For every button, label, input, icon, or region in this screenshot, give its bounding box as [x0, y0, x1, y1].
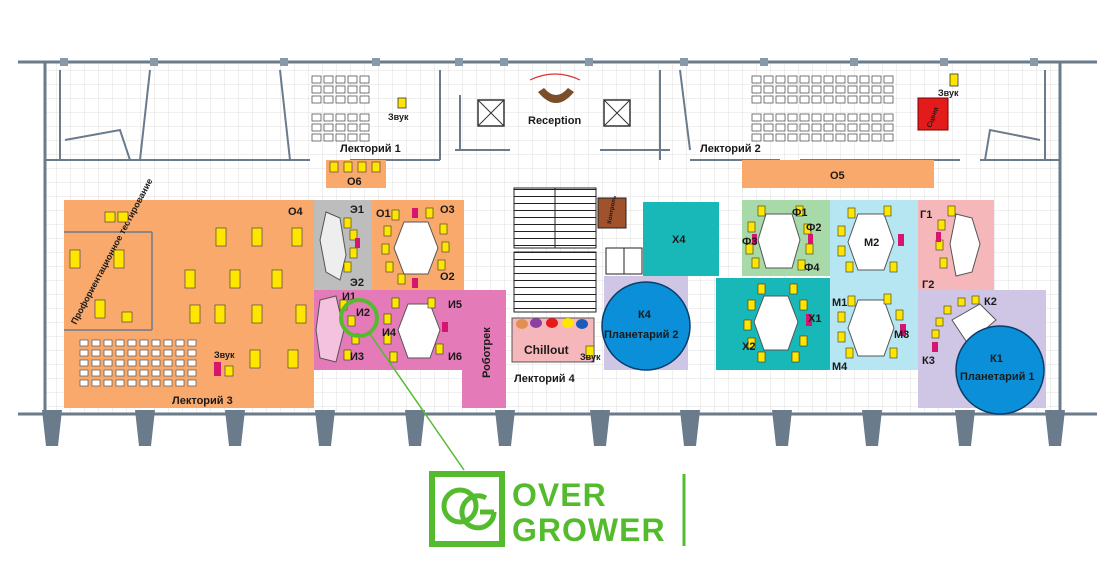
zone-i2-label: И2 [356, 307, 370, 319]
lecture3-magenta-box [214, 362, 221, 376]
zone-f4-label: Ф4 [804, 262, 820, 274]
zone-x4-label: Х4 [672, 234, 686, 246]
elevator-right [603, 99, 631, 127]
logo-line2: GROWER [512, 512, 666, 548]
overgrower-logo[interactable]: OVER GROWER [429, 471, 686, 548]
zone-m2-label: М2 [864, 237, 879, 249]
zone-k3-label: К3 [922, 355, 935, 367]
zone-g2-label: Г2 [922, 279, 934, 291]
chillout-beanbags [516, 318, 588, 329]
zone-robotrek[interactable] [462, 290, 506, 408]
chillout-label: Chillout [524, 343, 569, 357]
outer-walls [18, 60, 1097, 416]
planetarium2-dome[interactable] [601, 281, 691, 371]
logo-frame [429, 471, 505, 547]
zone-m4-label: М4 [832, 361, 848, 373]
staircase-lower [513, 251, 597, 313]
zone-o3-label: О3 [440, 204, 455, 216]
planetarium1-dome[interactable] [955, 325, 1045, 415]
lecture2-sound-label: Звук [938, 88, 959, 98]
zone-o5-label: О5 [830, 170, 845, 182]
robotrek-label: Роботрек [481, 327, 493, 378]
zone-e2-label: Э2 [350, 277, 364, 289]
zone-x4[interactable] [643, 202, 719, 276]
zone-e1-label: Э1 [350, 204, 364, 216]
top-columns [60, 58, 1038, 66]
lecture3-label: Лекторий 3 [172, 395, 233, 407]
stage-box [917, 97, 949, 131]
zone-f1-label: Ф1 [792, 207, 808, 219]
lecture1-sound-label: Звук [388, 112, 409, 122]
lecture3-seats [79, 339, 197, 387]
lecture2-sound-icon [949, 73, 959, 87]
lecture3-partition [64, 231, 153, 331]
interior-walls [45, 69, 1060, 161]
lecture4-sound-label: Звук [580, 352, 601, 362]
zone-m1-label: М1 [832, 297, 847, 309]
logo-o-ring [441, 487, 479, 525]
zone-o5[interactable] [742, 160, 934, 188]
zone-o1-label: О1 [376, 208, 391, 220]
reception-label: Reception [528, 115, 581, 127]
zone-f3-label: Ф3 [742, 236, 758, 248]
zone-i5-label: И5 [448, 299, 462, 311]
planetarium2-label: Планетарий 2 [604, 329, 679, 341]
zone-m3-label: М3 [894, 329, 909, 341]
zone-o4-label: О4 [288, 206, 304, 218]
zone-o2-label: О2 [440, 271, 455, 283]
pointer-line [369, 333, 465, 471]
lecture1-label: Лекторий 1 [340, 143, 401, 155]
planetarium1-label: Планетарий 1 [960, 371, 1035, 383]
zone-i6-label: И6 [448, 351, 462, 363]
zone-k2-label: К2 [984, 296, 997, 308]
zone-i3-label: И3 [350, 351, 364, 363]
zone-o6-label: О6 [347, 176, 362, 188]
zone-g1-label: Г1 [920, 209, 932, 221]
zone-k4-label: К4 [638, 309, 652, 321]
reception-arc [529, 73, 581, 81]
lecture3-tables [69, 211, 307, 377]
lecture3-sound-label: Звук [214, 350, 235, 360]
lecture2-label: Лекторий 2 [700, 143, 761, 155]
logo-g-ring [459, 493, 497, 531]
elevator-left [477, 99, 505, 127]
lecture1-seats [311, 75, 370, 142]
zone-x2-label: Х2 [742, 341, 755, 353]
highlight-circle-i2[interactable] [339, 298, 379, 338]
lecture1-sound-icon [397, 97, 407, 109]
zone-f2-label: Ф2 [806, 222, 822, 234]
zone-i4-label: И4 [382, 327, 397, 339]
lecture4-label: Лекторий 4 [514, 373, 576, 385]
logo-line1: OVER [512, 477, 607, 513]
zone-k1-label: К1 [990, 353, 1003, 365]
reception-desk [538, 88, 574, 103]
lecture2-seats [751, 75, 894, 142]
control-box [597, 197, 627, 229]
control-label: Контроль [607, 195, 618, 224]
bottom-pillars [42, 410, 1065, 446]
zone-x1-label: Х1 [808, 313, 821, 325]
